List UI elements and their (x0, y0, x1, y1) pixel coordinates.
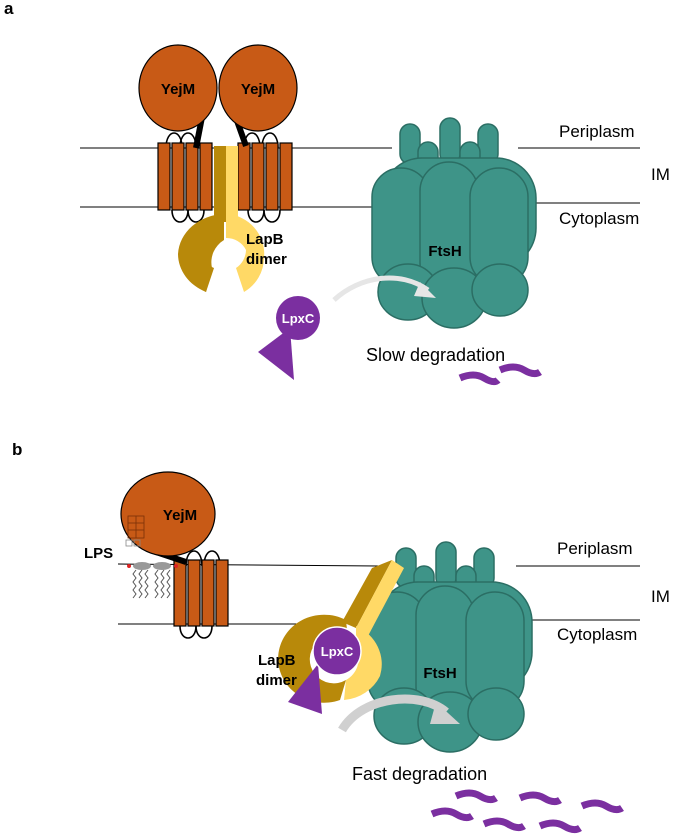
panel-a: a (4, 0, 670, 386)
arrow-head-a (414, 282, 436, 298)
lapb-dimer-a (178, 146, 265, 292)
peptide-fragments-b (430, 789, 624, 834)
yejm-tm-helices-left-a (157, 132, 213, 223)
lapb-label-line1-a: LapB (246, 231, 284, 248)
arrow-to-ftsh-a (332, 275, 430, 302)
cytoplasm-label-a: Cytoplasm (559, 209, 639, 228)
peptide-fragment (430, 807, 474, 822)
lapb-dimer-b (278, 560, 404, 703)
arrow-head-b (430, 702, 460, 724)
yejm-tm-helices-b (173, 550, 229, 639)
panel-a-letter: a (4, 0, 14, 18)
lps-molecules (127, 562, 178, 599)
panel-b-letter: b (12, 440, 22, 459)
peptide-fragment (538, 819, 582, 834)
ftsh-label-b: FtsH (423, 665, 456, 682)
yejm-left-domain-a (138, 44, 218, 132)
peptide-fragment (482, 817, 526, 832)
lapb-label-line1-b: LapB (258, 652, 296, 669)
periplasm-label-b: Periplasm (557, 539, 633, 558)
lapb-label-line2-b: dimer (256, 672, 297, 689)
lpxc-label-a: LpxC (282, 311, 315, 326)
im-label-a: IM (651, 165, 670, 184)
peptide-fragment (498, 363, 542, 378)
yejm-label-b: YejM (163, 507, 197, 524)
lapb-label-line2-a: dimer (246, 251, 287, 268)
peptide-fragment (580, 799, 624, 814)
yejm-right-label-a: YejM (241, 81, 275, 98)
cytoplasm-label-b: Cytoplasm (557, 625, 637, 644)
peptide-fragment (458, 371, 501, 386)
lps-label: LPS (84, 545, 113, 562)
peptide-fragment (454, 789, 498, 804)
peptide-fragment (518, 791, 562, 806)
periplasm-label-a: Periplasm (559, 122, 635, 141)
lpxc-label-b: LpxC (321, 644, 354, 659)
lps-binding-grid (125, 515, 145, 547)
degradation-label-a: Slow degradation (366, 345, 505, 365)
lpxc-b (288, 626, 362, 714)
ftsh-hexamer-a (371, 117, 537, 329)
yejm-tm-helices-right-a (237, 132, 293, 223)
degradation-label-b: Fast degradation (352, 764, 487, 784)
yejm-left-label-a: YejM (161, 81, 195, 98)
yejm-domain-b (120, 471, 216, 557)
lpxc-a (258, 296, 320, 380)
panel-b: b YejM (12, 440, 670, 834)
ftsh-label-a: FtsH (428, 243, 461, 260)
yejm-right-domain-a (218, 44, 298, 132)
im-label-b: IM (651, 587, 670, 606)
